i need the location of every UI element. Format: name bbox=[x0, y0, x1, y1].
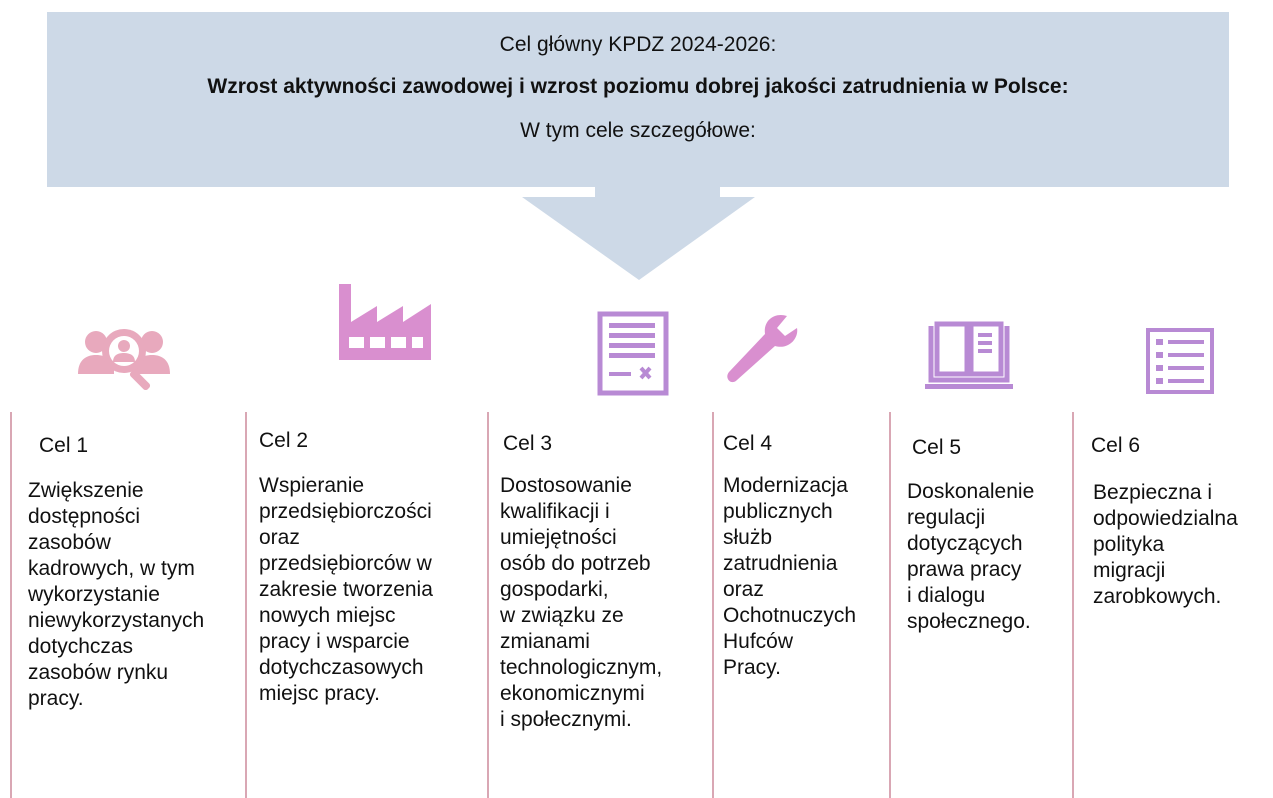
goal-3-text: Dostosowanie kwalifikacji i umiejętności… bbox=[500, 474, 663, 731]
banner-arrow-shape bbox=[47, 12, 1229, 280]
factory-icon bbox=[339, 284, 431, 360]
goal-3-title: Cel 3 bbox=[503, 432, 553, 455]
goal-2-text: Wspieranie przedsiębiorczości oraz przed… bbox=[259, 474, 433, 705]
goal-2-title: Cel 2 bbox=[259, 429, 309, 452]
main-goal-banner: Cel główny KPDZ 2024-2026: Wzrost aktywn… bbox=[47, 12, 1229, 280]
people-search-icon bbox=[78, 329, 170, 390]
main-goal-title: Cel główny KPDZ 2024-2026: bbox=[499, 33, 777, 56]
wrench-icon bbox=[727, 314, 798, 383]
checklist-icon bbox=[1146, 328, 1214, 394]
column-divider bbox=[10, 412, 12, 798]
column-divider bbox=[1072, 412, 1074, 798]
column-divider bbox=[487, 412, 489, 798]
column-divider bbox=[889, 412, 891, 798]
goal-6-title: Cel 6 bbox=[1091, 434, 1141, 457]
goal-6-text: Bezpieczna i odpowiedzialna polityka mig… bbox=[1093, 481, 1238, 608]
goal-5-title: Cel 5 bbox=[912, 436, 962, 459]
goal-5-text: Doskonalenie regulacji dotyczących prawa… bbox=[907, 480, 1035, 633]
specific-goals-intro: W tym cele szczegółowe: bbox=[520, 119, 756, 142]
main-goal-statement: Wzrost aktywności zawodowej i wzrost poz… bbox=[207, 75, 1069, 98]
column-divider bbox=[712, 412, 714, 798]
column-divider bbox=[245, 412, 247, 798]
book-icon bbox=[925, 321, 1013, 389]
goal-1-title: Cel 1 bbox=[39, 434, 89, 457]
document-icon bbox=[597, 311, 669, 396]
goal-4-title: Cel 4 bbox=[723, 432, 773, 455]
goal-4-text: Modernizacja publicznych służb zatrudnie… bbox=[723, 474, 857, 679]
goal-1-text: Zwiększenie dostępności zasobów kadrowyc… bbox=[28, 479, 205, 710]
